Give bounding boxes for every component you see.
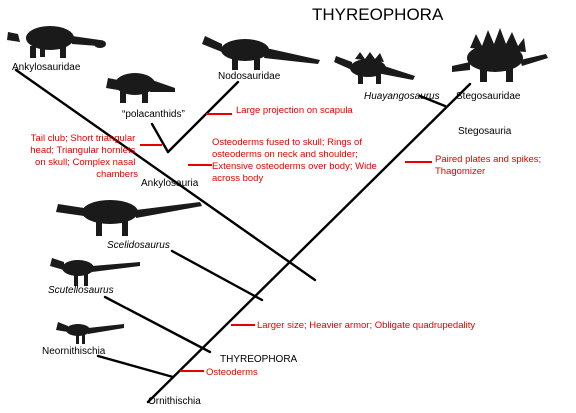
silhouettes [7, 26, 548, 344]
nodosaur-silhouette [202, 36, 320, 70]
taxon-labels: Ankylosauridae Nodosauridae “polacanthid… [12, 62, 521, 407]
label-scelidosaurus: Scelidosaurus [107, 240, 170, 251]
scelidosaurus-silhouette [56, 200, 202, 236]
label-stegosauria: Stegosauria [458, 126, 512, 137]
label-ornithischia: Ornithischia [148, 396, 201, 407]
branch-ankylosauria [14, 68, 317, 282]
label-huayangosaurus: Huayangosaurus [364, 91, 440, 102]
char-larger: Larger size; Heavier armor; Obligate qua… [257, 320, 475, 331]
char-osteoderms-fused: Osteoderms fused to skull; Rings of oste… [212, 137, 379, 184]
branch-scelidosaurus [170, 249, 264, 302]
label-ankylosauridae: Ankylosauridae [12, 62, 81, 73]
polacanthid-silhouette [106, 73, 175, 103]
label-thyreophora-node: THYREOPHORA [220, 354, 298, 365]
label-stegosauridae: Stegosauridae [456, 91, 521, 102]
huayangosaurus-silhouette [334, 52, 415, 84]
neornithischian-silhouette [56, 322, 124, 344]
diagram-title: THYREOPHORA [312, 5, 444, 24]
tree-branches [14, 68, 472, 404]
char-ankylosaur: Tail club; Short triangular head; Triang… [30, 133, 138, 180]
character-labels: Large projection on scapula Tail club; S… [30, 105, 544, 378]
ankylosaur-silhouette [7, 26, 106, 58]
char-scapula: Large projection on scapula [236, 105, 353, 116]
scutellosaurus-silhouette [50, 258, 140, 286]
branch-spine [146, 82, 472, 404]
char-stegosaur: Paired plates and spikes; Thagomizer [435, 154, 544, 177]
branch-neornithischia [96, 354, 175, 379]
label-scutellosaurus: Scutellosaurus [48, 285, 114, 296]
character-ticks [140, 113, 432, 372]
branch-huayangosaurus [418, 94, 447, 108]
label-neornithischia: Neornithischia [42, 346, 106, 357]
branch-nodosauridae [166, 80, 240, 154]
branch-polacanthids [150, 122, 170, 154]
label-ankylosauria: Ankylosauria [141, 178, 199, 189]
branch-scutellosaurus [103, 295, 212, 354]
char-osteoderms: Osteoderms [206, 367, 258, 378]
label-nodosauridae: Nodosauridae [218, 71, 281, 82]
stegosaur-silhouette [452, 28, 548, 82]
label-polacanthids: “polacanthids” [122, 109, 185, 120]
